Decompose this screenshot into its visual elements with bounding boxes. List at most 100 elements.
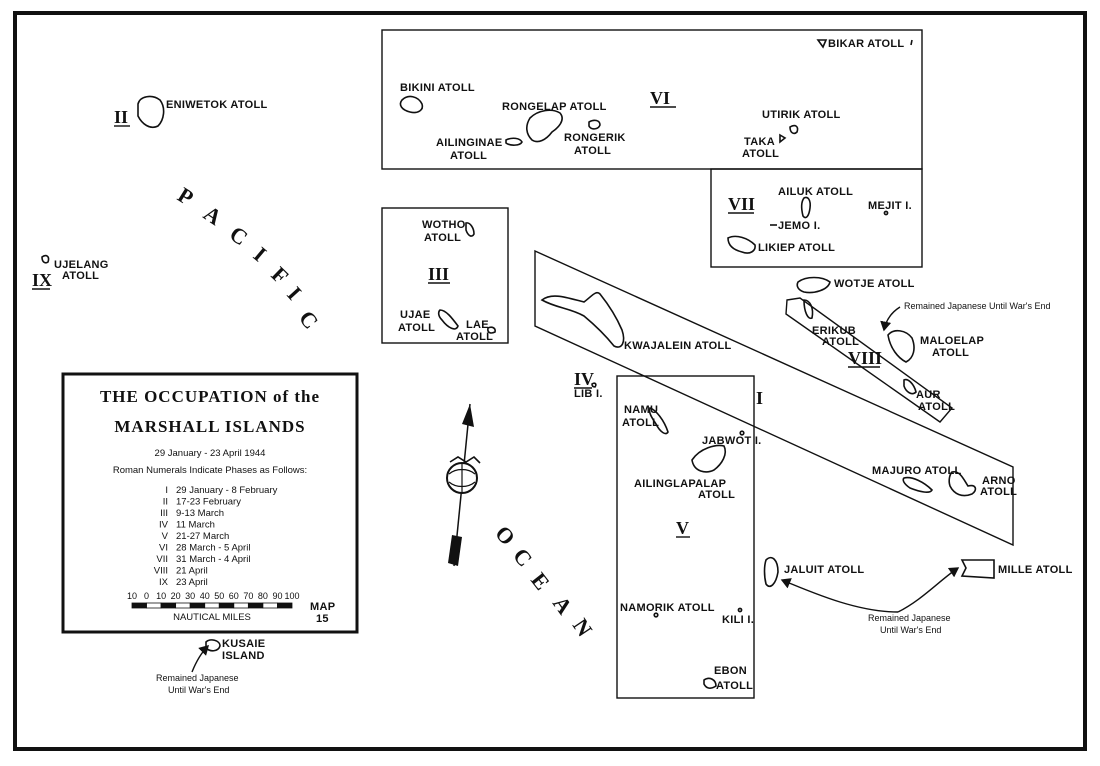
label-aur-atoll: ATOLL	[918, 401, 955, 413]
label-ujelang: UJELANG	[54, 259, 109, 271]
lae-atoll-shape	[487, 326, 496, 334]
mille-note-arrow	[897, 567, 960, 613]
legend-phase-numeral: VII	[156, 554, 168, 565]
label-jaluit: JALUIT ATOLL	[784, 564, 864, 576]
label-ujelang-atoll: ATOLL	[62, 270, 99, 282]
phase-3-frame	[381, 207, 509, 344]
ujelang-atoll-shape	[41, 254, 50, 264]
ocean-letter-5: N	[568, 614, 598, 642]
legend-phase-dates: 23 April	[176, 577, 208, 588]
scale-segment	[218, 602, 235, 609]
scale-tick-label: 0	[144, 591, 149, 601]
lib-island-shape	[591, 382, 597, 388]
legend-phase-numeral: VIII	[154, 566, 168, 577]
label-ailuk: AILUK ATOLL	[778, 186, 853, 198]
legend-phase-dates: 31 March - 4 April	[176, 554, 250, 565]
scale-tick-label: 60	[229, 591, 239, 601]
north-arrow-icon	[446, 403, 481, 567]
legend-phase-dates: 9-13 March	[176, 508, 224, 519]
ailinginae-atoll-shape	[505, 137, 523, 146]
phase-8-frame	[785, 297, 954, 423]
phase-label-8: VIII	[848, 348, 882, 368]
scale-segment	[204, 602, 220, 609]
phase-label-6: VI	[650, 88, 670, 108]
phase-label-2: II	[114, 107, 128, 127]
phase-7-frame	[710, 168, 923, 268]
scale-tick-label: 50	[214, 591, 224, 601]
label-lib: LIB I.	[574, 388, 603, 400]
label-jabwot: JABWOT I.	[702, 435, 762, 447]
phase-label-9: IX	[32, 270, 52, 290]
label-taka: TAKA	[744, 136, 775, 148]
label-aur: AUR	[916, 389, 941, 401]
pacific-letter-3: C	[225, 221, 253, 251]
legend-phase-dates: 21-27 March	[176, 531, 229, 542]
scale-tick-label: 70	[243, 591, 253, 601]
maloelap-note: Remained Japanese Until War's End	[904, 301, 1050, 311]
legend-box: THE OCCUPATION of the MARSHALL ISLANDS 2…	[61, 372, 359, 634]
ocean-letter-1: O	[490, 521, 521, 551]
label-mejit: MEJIT I.	[868, 200, 912, 212]
label-kili: KILI I.	[722, 614, 754, 626]
label-rongelap: RONGELAP ATOLL	[502, 101, 607, 113]
utirik-atoll-shape	[789, 124, 799, 135]
pacific-letter-4: I	[249, 242, 272, 267]
namorik-atoll-shape	[653, 612, 659, 618]
phase-6-frame	[381, 29, 923, 170]
label-taka-atoll: ATOLL	[742, 148, 779, 160]
label-namu-atoll: ATOLL	[622, 417, 659, 429]
bikar-atoll-shape	[816, 39, 828, 49]
ebon-atoll-shape	[703, 677, 717, 689]
label-erikub: ERIKUB	[812, 325, 856, 337]
label-majuro: MAJURO ATOLL	[872, 465, 962, 477]
ujae-atoll-shape	[437, 309, 459, 330]
scale-segment	[262, 602, 278, 609]
legend-phase-numeral: IV	[159, 520, 169, 531]
label-likiep: LIKIEP ATOLL	[758, 242, 835, 254]
taka-atoll-shape	[779, 133, 787, 144]
label-kwajalein: KWAJALEIN ATOLL	[624, 340, 732, 352]
mille-atoll-shape	[960, 559, 995, 579]
label-rongerik-atoll: ATOLL	[574, 145, 611, 157]
label-bikini: BIKINI ATOLL	[400, 82, 475, 94]
phase-5-frame	[616, 375, 755, 699]
ailinglapalap-atoll-shape	[691, 444, 727, 473]
rongerik-atoll-shape	[588, 119, 601, 130]
label-wotje: WOTJE ATOLL	[834, 278, 915, 290]
label-maloelap-atoll: ATOLL	[932, 347, 969, 359]
pacific-letter-6: I	[282, 282, 307, 306]
maloelap-note-arrow	[880, 306, 901, 332]
legend-phase-numeral: VI	[159, 543, 168, 554]
ocean-letter-2: C	[508, 543, 538, 572]
phase-label-7: VII	[728, 194, 755, 214]
scale-segment	[189, 602, 206, 609]
legend-phase-numeral: II	[163, 497, 168, 508]
legend-phase-numeral: I	[165, 485, 168, 496]
label-kusaie-island: ISLAND	[222, 650, 265, 662]
label-wotho: WOTHO	[422, 219, 466, 231]
label-ujae-atoll: ATOLL	[398, 322, 435, 334]
label-eniwetok: ENIWETOK ATOLL	[166, 99, 268, 111]
legend-phase-dates: 17-23 February	[176, 497, 241, 508]
label-ailinginae: AILINGINAE	[436, 137, 503, 149]
erikub-atoll-shape	[803, 299, 814, 320]
kwajalein-atoll-shape	[540, 291, 625, 348]
scale-segment	[160, 602, 177, 609]
legend-phase-dates: 21 April	[176, 566, 208, 577]
label-bikar: BIKAR ATOLL	[828, 38, 904, 50]
scale-segment	[277, 602, 293, 609]
arno-atoll-shape	[948, 470, 977, 497]
legend-dates: 29 January - 23 April 1944	[155, 448, 266, 459]
label-arno-atoll: ATOLL	[980, 486, 1017, 498]
label-lae: LAE	[466, 319, 489, 331]
scale-segment	[233, 602, 249, 609]
legend-border	[61, 372, 359, 634]
bikini-atoll-shape	[399, 95, 424, 114]
scale-segment	[247, 602, 264, 609]
kusaie-note-line1: Remained Japanese	[156, 673, 239, 683]
namu-atoll-shape	[648, 407, 669, 435]
label-utirik: UTIRIK ATOLL	[762, 109, 841, 121]
wotho-atoll-shape	[465, 222, 475, 237]
